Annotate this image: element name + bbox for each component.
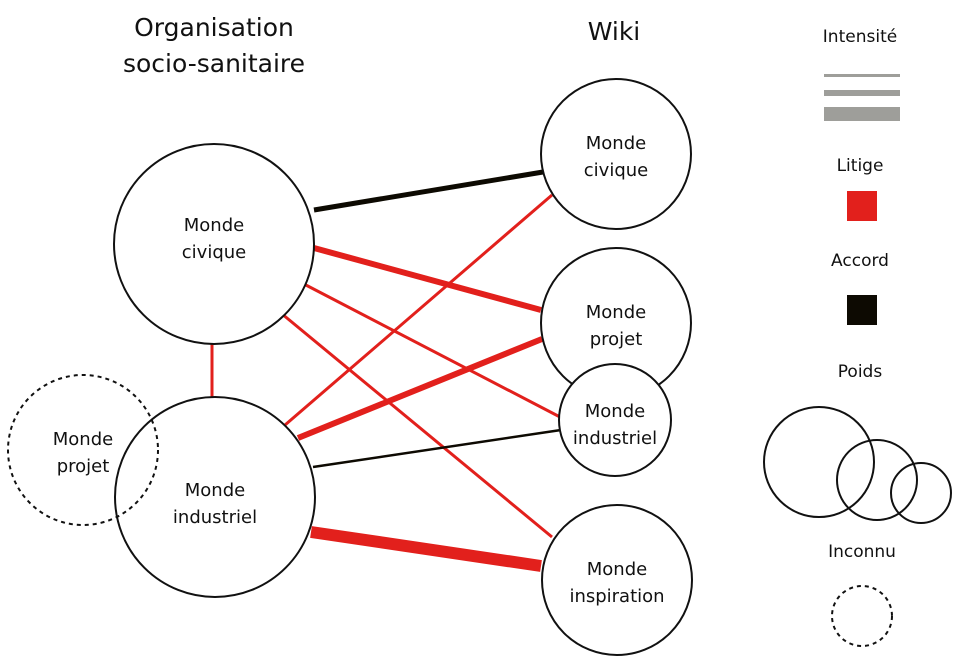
node-label-line1: Monde <box>587 559 647 580</box>
node-wiki-civique: Monde civique <box>540 78 692 230</box>
node-circle-wiki-industriel <box>558 363 672 477</box>
nodes-layer: MondeciviqueMondeindustrielMondeciviqueM… <box>7 78 693 656</box>
legend-intensity-bar-3 <box>824 107 900 121</box>
legend-litige-swatch <box>847 191 877 221</box>
node-label-line1: Monde <box>585 401 645 422</box>
node-label-line1: Monde <box>185 480 245 501</box>
node-label-line1: Monde <box>586 302 646 323</box>
node-label-line2: inspiration <box>569 586 664 607</box>
legend-intensity-label: Intensité <box>823 27 897 47</box>
link-litige-org-civique-to-wiki-inspiration <box>275 307 553 539</box>
link-accord-org-industriel-to-wiki-industriel <box>312 428 562 469</box>
link-litige-org-industriel-to-wiki-inspiration <box>310 526 542 572</box>
node-circle-org-industriel <box>114 396 316 598</box>
legend-intensity-bar-1 <box>824 74 900 77</box>
node-label-line2: industriel <box>573 428 657 449</box>
node-label-line2: industriel <box>173 507 257 528</box>
node-org-projet: Monde projet <box>7 374 159 526</box>
link-litige-org-civique-to-wiki-projet <box>313 245 542 313</box>
legend-weight-large-icon <box>763 406 875 518</box>
node-wiki-industriel: Monde industriel <box>558 363 672 477</box>
group-title-wiki: Wiki <box>588 17 641 46</box>
links-layer <box>210 169 562 572</box>
legend-intensity-bar-2 <box>824 90 900 96</box>
node-org-civique: Monde civique <box>113 143 315 345</box>
node-label-line2: projet <box>57 456 110 477</box>
legend-weight-small-icon <box>890 462 952 524</box>
link-litige-org-industriel-to-wiki-civique <box>284 193 553 427</box>
legend-weight-medium-icon <box>836 439 918 521</box>
node-label-line2: civique <box>182 242 246 263</box>
legend-unknown-icon <box>831 585 893 647</box>
group-title-organisation-line1: Organisation <box>134 13 294 42</box>
link-litige-org-industriel-to-wiki-projet <box>296 336 544 441</box>
link-accord-org-civique-to-wiki-civique <box>313 169 544 213</box>
legend-accord-label: Accord <box>831 251 889 271</box>
node-label-line1: Monde <box>184 215 244 236</box>
node-label-line2: civique <box>584 160 648 181</box>
node-label-line1: Monde <box>53 429 113 450</box>
node-label-line2: projet <box>590 329 643 350</box>
node-label-line1: Monde <box>586 133 646 154</box>
node-circle-org-projet <box>7 374 159 526</box>
legend-litige-label: Litige <box>837 156 884 176</box>
node-circle-wiki-civique <box>540 78 692 230</box>
node-org-industriel: Monde industriel <box>114 396 316 598</box>
legend-weight-circles <box>763 406 952 524</box>
legend-intensity-bars <box>824 74 900 121</box>
node-wiki-inspiration: Monde inspiration <box>541 504 693 656</box>
legend: Intensité Litige Accord Poids Inconnu <box>763 27 952 647</box>
node-circle-wiki-inspiration <box>541 504 693 656</box>
node-circle-org-civique <box>113 143 315 345</box>
node-wiki-projet: Monde projet <box>540 247 692 399</box>
group-title-organisation-line2: socio-sanitaire <box>123 49 305 78</box>
link-litige-org-civique-to-wiki-industriel <box>301 281 561 419</box>
legend-unknown-label: Inconnu <box>828 542 896 562</box>
legend-weight-label: Poids <box>838 362 883 382</box>
legend-accord-swatch <box>847 295 877 325</box>
